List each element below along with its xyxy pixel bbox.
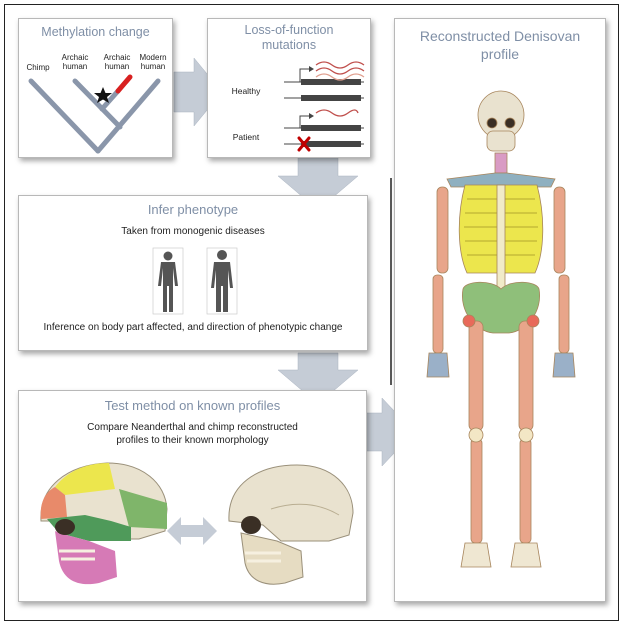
methylation-star-icon bbox=[94, 87, 112, 103]
phylogenetic-tree bbox=[28, 74, 161, 154]
infer-phenotype-caption: Inference on body part affected, and dir… bbox=[43, 322, 343, 333]
gene-diagram bbox=[284, 61, 365, 152]
patient-label: Patient bbox=[232, 132, 260, 142]
species-label-archaic-1: Archaic human bbox=[61, 53, 89, 71]
human-silhouette-icon bbox=[158, 251, 178, 312]
loss-of-function-title: Loss-of-function mutations bbox=[244, 23, 334, 52]
arrow-down-1 bbox=[277, 157, 359, 211]
compare-double-arrow-icon bbox=[167, 517, 217, 545]
arrow-down-2 bbox=[277, 352, 359, 405]
denisovan-profile-panel: Reconstructed Denisovan profile bbox=[394, 18, 606, 602]
test-method-caption: Compare Neanderthal and chimp reconstruc… bbox=[87, 422, 298, 446]
human-silhouettes bbox=[152, 247, 238, 315]
healthy-label: Healthy bbox=[231, 86, 261, 96]
test-method-panel: Test method on known profiles Compare Ne… bbox=[18, 390, 367, 602]
species-label-archaic-2: Archaic human bbox=[103, 53, 131, 71]
mutation-x-icon bbox=[297, 136, 311, 152]
infer-phenotype-title: Infer phenotype bbox=[147, 202, 239, 217]
transcript-lines bbox=[315, 61, 365, 117]
skull-comparison bbox=[40, 462, 354, 585]
species-label-chimp: Chimp bbox=[26, 63, 50, 72]
neanderthal-skull-icon bbox=[40, 462, 168, 585]
infer-phenotype-subtitle: Taken from monogenic diseases bbox=[121, 226, 265, 237]
species-label-modern: Modern human bbox=[139, 53, 167, 71]
skeleton-illustration bbox=[426, 90, 576, 568]
methylation-branch bbox=[115, 74, 133, 94]
reference-skull-icon bbox=[228, 464, 354, 585]
infer-phenotype-panel: Infer phenotype Taken from monogenic dis… bbox=[18, 195, 368, 351]
human-silhouette-icon-2 bbox=[211, 250, 233, 312]
test-method-title: Test method on known profiles bbox=[104, 398, 281, 413]
methylation-panel: Methylation change Chimp Archaic human A… bbox=[18, 18, 173, 158]
methylation-title: Methylation change bbox=[41, 25, 150, 39]
loss-of-function-panel: Loss-of-function mutations Healthy Patie… bbox=[207, 18, 371, 158]
denisovan-profile-title: Reconstructed Denisovan profile bbox=[419, 28, 581, 62]
figure-frame bbox=[4, 4, 619, 621]
